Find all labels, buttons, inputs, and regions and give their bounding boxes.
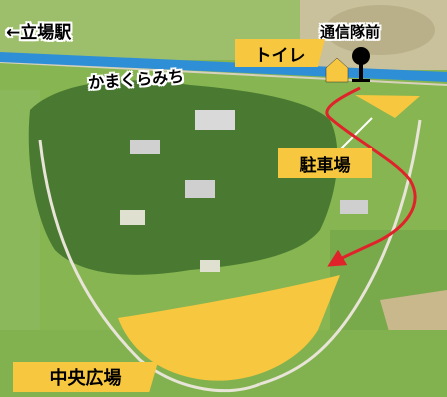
bus-stop-label: 通信隊前 (320, 23, 381, 41)
building (130, 140, 160, 154)
forest-area (28, 80, 338, 275)
building (185, 180, 215, 198)
bus-stop-base (352, 79, 370, 82)
central-plaza-highlight (118, 275, 340, 381)
road (0, 61, 447, 86)
building (340, 200, 368, 214)
bus-stop-pole (359, 64, 363, 80)
bus-stop-pin-icon (352, 47, 370, 65)
parking-leader-line (339, 117, 373, 151)
parking-area-highlight (355, 95, 420, 118)
house-pin-icon (325, 57, 349, 83)
building (200, 260, 220, 272)
building (120, 210, 145, 225)
station-label: ←立場駅 (6, 23, 72, 43)
route-arrow (325, 86, 417, 267)
parking-label: 駐車場 (278, 148, 372, 178)
building (195, 110, 235, 130)
perimeter-road (38, 139, 261, 393)
toilet-label: トイレ (235, 39, 325, 67)
dirt-patch (325, 5, 435, 55)
central-plaza-label: 中央広場 (13, 362, 158, 392)
